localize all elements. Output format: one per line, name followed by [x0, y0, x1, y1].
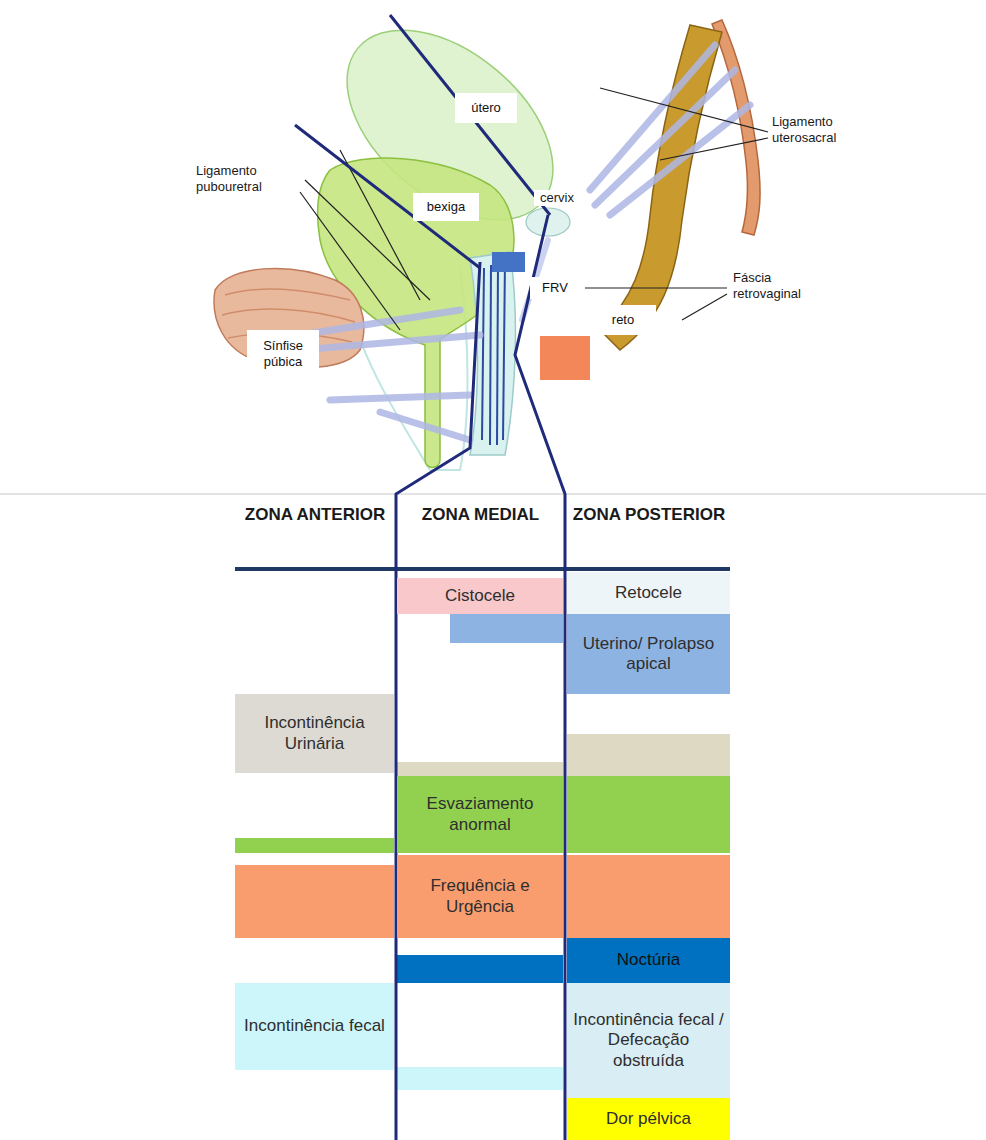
symptom-cell: Cistocele: [397, 578, 563, 614]
zone-line: [295, 125, 480, 268]
table-bar: [235, 865, 394, 938]
node-text: útero: [471, 100, 501, 116]
table-bar: [397, 1067, 563, 1090]
ligament-strip: [300, 310, 460, 335]
anal-canal-block: [540, 336, 590, 380]
leader-line: [682, 294, 727, 320]
organ-label-box: útero: [455, 93, 517, 123]
ligament-strip: [300, 335, 480, 350]
table-bar: [567, 734, 730, 776]
node-text: Frequência e Urgência: [401, 876, 559, 917]
table-bar: [567, 855, 730, 938]
fiber-line: [482, 268, 484, 440]
column-header: ZONA POSTERIOR: [568, 505, 730, 525]
symptom-cell: Esvaziamento anormal: [397, 776, 563, 853]
table-bar: [235, 838, 394, 853]
bone-texture: [225, 289, 350, 300]
node-text: Incontinência fecal: [244, 1016, 385, 1036]
anatomy-label: Ligamento pubouretral: [196, 163, 296, 194]
table-bar: [397, 955, 563, 983]
column-header: ZONA MEDIAL: [398, 505, 563, 525]
table-bar: [397, 762, 563, 776]
node-text: Incontinência fecal / Defecação obstruíd…: [571, 1010, 726, 1071]
separator-line: [0, 494, 986, 495]
anatomy-label: cervix: [534, 190, 580, 206]
marker-block: [492, 252, 525, 272]
zone-line: [390, 15, 550, 215]
node-text: Uterino/ Prolapso apical: [571, 634, 726, 675]
zone-line: [396, 262, 480, 1140]
organ-label-box: Sínfise púbica: [247, 330, 319, 378]
node-text: bexiga: [427, 199, 465, 215]
table-bar: [567, 776, 730, 853]
symptom-cell: Uterino/ Prolapso apical: [567, 614, 730, 694]
vagina-organ: [470, 252, 515, 455]
leader-line: [600, 88, 768, 132]
column-header: ZONA ANTERIOR: [236, 505, 394, 525]
organ-label-box: bexiga: [413, 193, 479, 221]
leader-line: [305, 180, 430, 300]
ligament-strip: [380, 412, 470, 440]
symptom-cell: Frequência e Urgência: [397, 855, 563, 938]
node-text: reto: [612, 312, 634, 328]
symptom-cell: Incontinência fecal: [235, 983, 394, 1070]
symptom-cell: Incontinência Urinária: [235, 694, 394, 773]
fiber-line: [497, 262, 498, 445]
table-bar: [450, 614, 563, 643]
symptom-cell: Dor pélvica: [567, 1098, 730, 1140]
anatomy-label: Ligamento uterosacral: [772, 114, 864, 145]
zone-line: [515, 215, 565, 1140]
organ-label-box: FRV: [530, 277, 580, 299]
node-text: Sínfise púbica: [250, 338, 316, 369]
leader-line: [585, 287, 727, 288]
node-text: FRV: [542, 280, 568, 296]
bone-texture: [222, 309, 355, 322]
leader-line: [340, 150, 420, 300]
symptom-cell: Noctúria: [567, 938, 730, 983]
header-rule: [235, 567, 730, 571]
node-text: Dor pélvica: [606, 1109, 691, 1129]
symptom-cell: Retocele: [567, 572, 730, 614]
leader-line: [660, 138, 768, 160]
symptom-cell: Incontinência fecal / Defecação obstruíd…: [567, 983, 730, 1098]
rectum-organ: [600, 25, 722, 350]
node-text: Retocele: [615, 583, 682, 603]
ligament-strip: [590, 45, 715, 190]
fiber-line: [490, 265, 491, 445]
leader-line: [300, 192, 400, 330]
node-text: Esvaziamento anormal: [401, 794, 559, 835]
organ-label-box: reto: [590, 305, 656, 335]
node-text: Incontinência Urinária: [239, 713, 390, 754]
node-text: Cistocele: [445, 586, 515, 606]
anatomy-label: Fáscia retrovaginal: [733, 270, 829, 301]
fiber-line: [503, 260, 505, 440]
ligament-strip: [330, 395, 470, 400]
node-text: Noctúria: [617, 950, 680, 970]
